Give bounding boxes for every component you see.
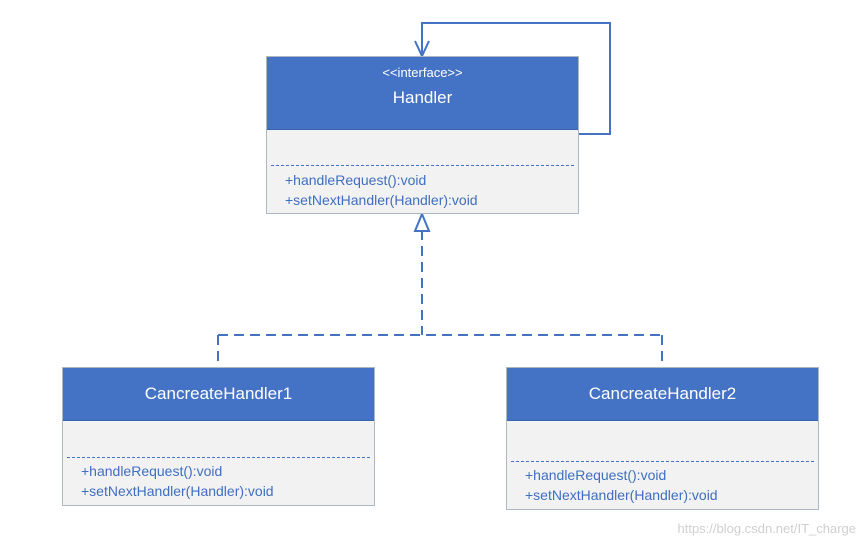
realization-connector — [217, 211, 663, 368]
concrete-handler1-operations: +handleRequest():void +setNextHandler(Ha… — [81, 461, 274, 501]
concrete-handler2-header: CancreateHandler2 — [507, 368, 818, 421]
handler-header: <<interface>> Handler — [267, 57, 578, 130]
concrete-handler2-body: +handleRequest():void +setNextHandler(Ha… — [507, 421, 818, 510]
concrete-handler1-class-box: CancreateHandler1 +handleRequest():void … — [62, 367, 375, 506]
handler-class-name: Handler — [392, 88, 453, 107]
concrete-handler2-separator — [511, 461, 814, 462]
concrete-handler2-class-name: CancreateHandler2 — [588, 384, 737, 403]
concrete-handler1-class-name: CancreateHandler1 — [144, 384, 293, 403]
concrete-handler2-operation: +handleRequest():void — [525, 467, 667, 483]
concrete-handler2-operations: +handleRequest():void +setNextHandler(Ha… — [525, 465, 718, 505]
concrete-handler1-separator — [67, 457, 370, 458]
concrete-handler2-class-box: CancreateHandler2 +handleRequest():void … — [506, 367, 819, 510]
handler-operation: +setNextHandler(Handler):void — [285, 192, 478, 208]
concrete-handler2-operation: +setNextHandler(Handler):void — [525, 487, 718, 503]
concrete-handler1-header: CancreateHandler1 — [63, 368, 374, 421]
handler-separator — [271, 165, 574, 166]
watermark-text: https://blog.csdn.net/IT_charge — [677, 521, 857, 536]
handler-operation: +handleRequest():void — [285, 172, 427, 188]
handler-class-box: <<interface>> Handler +handleRequest():v… — [266, 56, 579, 214]
hollow-triangle-arrowhead-icon — [413, 211, 431, 232]
handler-body: +handleRequest():void +setNextHandler(Ha… — [267, 130, 578, 214]
concrete-handler1-operation: +setNextHandler(Handler):void — [81, 483, 274, 499]
concrete-handler1-operation: +handleRequest():void — [81, 463, 223, 479]
handler-operations: +handleRequest():void +setNextHandler(Ha… — [285, 170, 478, 210]
handler-stereotype: <<interface>> — [382, 65, 463, 80]
concrete-handler1-body: +handleRequest():void +setNextHandler(Ha… — [63, 421, 374, 506]
